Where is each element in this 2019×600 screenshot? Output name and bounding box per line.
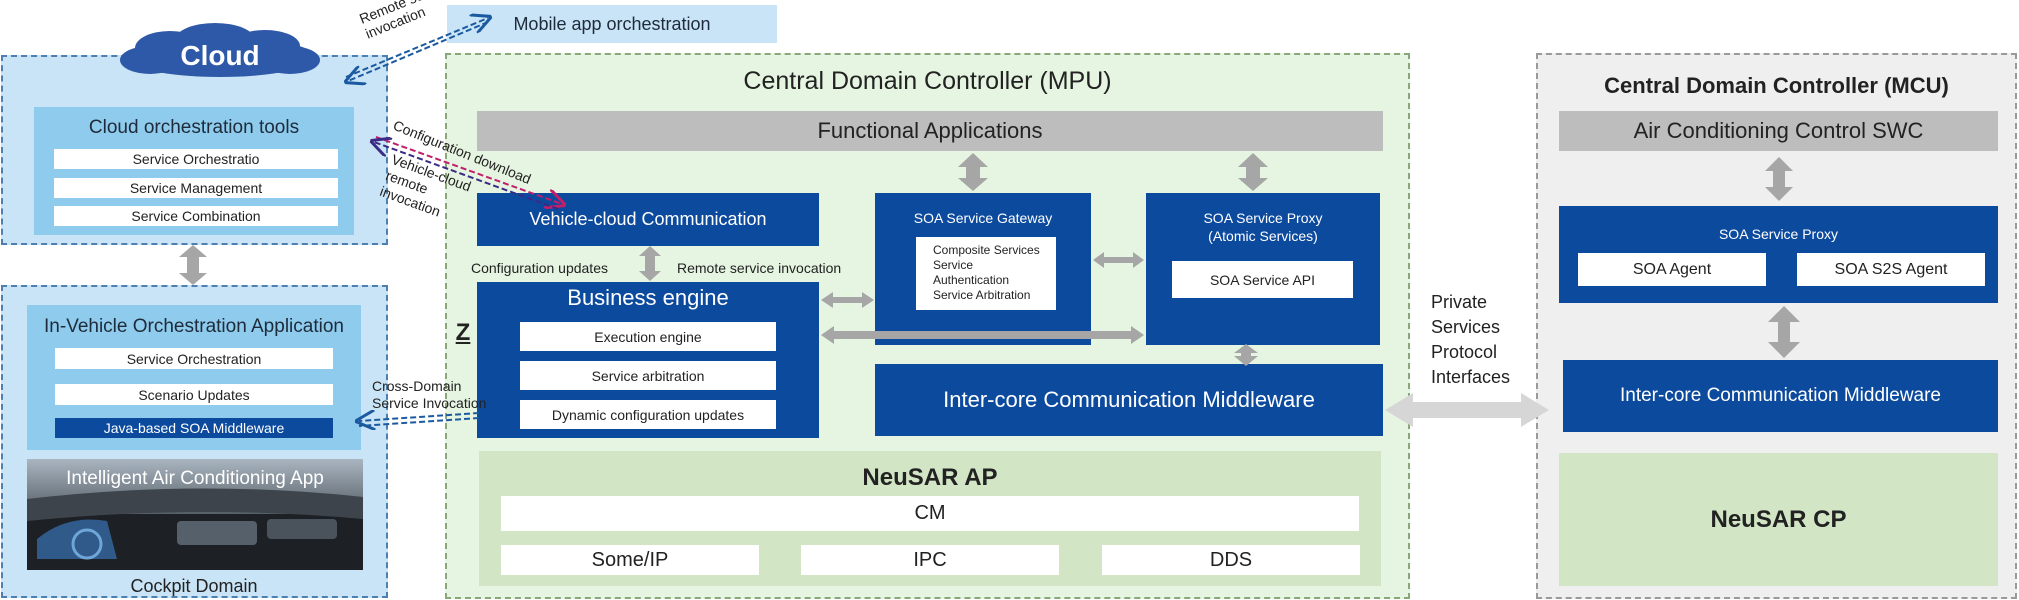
mcu-proxy-title: SOA Service Proxy [1718, 226, 1839, 242]
protocol-some-ip: Some/IP [501, 545, 759, 575]
mcu-title: Central Domain Controller (MCU) [1604, 73, 1949, 98]
vehicle-cloud-communication: Vehicle-cloud Communication [477, 193, 819, 246]
mpu-title: Central Domain Controller (MPU) [743, 66, 1112, 95]
gateway-item: Service Arbitration [933, 288, 1031, 302]
label-configuration-updates: Configuration updates [471, 260, 608, 276]
cloud-tool-item: Service Combination [54, 206, 338, 226]
functional-applications: Functional Applications [477, 111, 1383, 151]
gateway-item: Authentication [933, 273, 1010, 287]
label-text: Remote service invocation [357, 0, 454, 42]
in-vehicle-app-title: In-Vehicle Orchestration Application [44, 316, 344, 337]
engine-item: Dynamic configuration updates [520, 400, 776, 429]
protocol-ipc: IPC [801, 545, 1059, 575]
soa-agent: SOA Agent [1578, 253, 1766, 286]
cloud-tool-item: Service Orchestratio [54, 149, 338, 169]
cockpit-domain-label: Cockpit Domain [130, 575, 258, 596]
cloud-title: Cloud [180, 40, 260, 71]
java-soa-middleware: Java-based SOA Middleware [55, 418, 333, 438]
mpu-intercore-middleware: Inter-core Communication Middleware [875, 364, 1383, 436]
neusar-cp: NeuSAR CP [1559, 453, 1998, 586]
dashboard-graphic [27, 488, 363, 570]
engine-item: Execution engine [520, 322, 776, 351]
proxy-subtitle: (Atomic Services) [1208, 228, 1318, 244]
cockpit-item: Scenario Updates [55, 384, 333, 405]
gateway-item: Service [933, 258, 974, 272]
air-conditioning-app-title: Intelligent Air Conditioning App [66, 468, 324, 489]
label-private-interfaces: Private Services Protocol Interfaces [1431, 292, 1511, 387]
proxy-title: SOA Service Proxy [1203, 210, 1323, 226]
gateway-items-box: Composite Services Service Authenticatio… [916, 237, 1056, 310]
gateway-title: SOA Service Gateway [913, 210, 1053, 226]
air-conditioning-app-image [27, 459, 363, 570]
label-remote-service-invocation-2: Remote service invocation [677, 260, 842, 276]
neusar-ap-title: NeuSAR AP [862, 464, 998, 491]
soa-s2s-agent: SOA S2S Agent [1797, 253, 1985, 286]
business-engine-symbol: Z [455, 319, 471, 346]
cockpit-item: Service Orchestration [55, 348, 333, 369]
engine-item: Service arbitration [520, 361, 776, 390]
mobile-app-orchestration: Mobile app orchestration [447, 5, 777, 43]
soa-service-api: SOA Service API [1172, 261, 1353, 298]
label-cross-domain: Cross-Domain Service Invocation [372, 378, 487, 411]
gateway-item: Composite Services [933, 243, 1040, 257]
arrow-cloud-cockpit [179, 245, 207, 285]
air-conditioning-control-swc: Air Conditioning Control SWC [1559, 111, 1998, 151]
protocol-dds: DDS [1102, 545, 1360, 575]
cm-box: CM [501, 496, 1359, 531]
cloud-tool-item: Service Management [54, 178, 338, 198]
business-engine-title: Business engine [567, 285, 729, 310]
mcu-intercore-middleware: Inter-core Communication Middleware [1563, 360, 1998, 432]
cloud-tools-title: Cloud orchestration tools [88, 117, 300, 138]
